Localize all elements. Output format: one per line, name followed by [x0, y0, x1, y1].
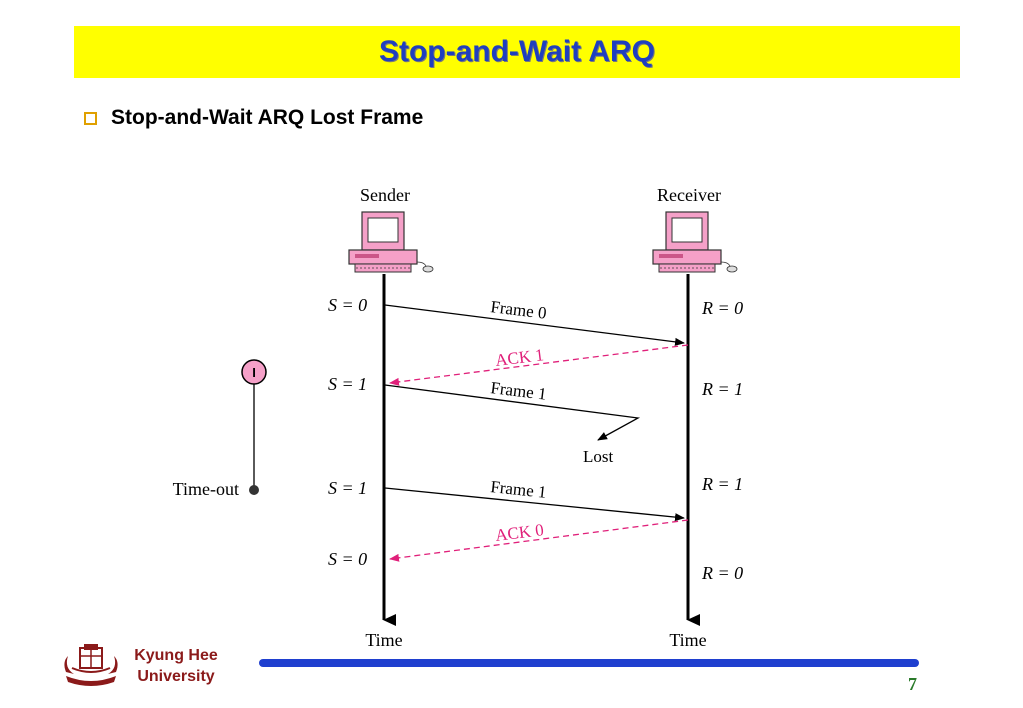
checkbox-bullet-icon [84, 111, 97, 125]
ack-0-arrow [389, 519, 689, 562]
sender-state-3: S = 1 [328, 478, 367, 498]
frame-1-lost-arrow [384, 384, 641, 441]
receiver-state-2: R = 1 [701, 379, 743, 399]
ack-1-arrow [389, 344, 689, 386]
university-logo-icon [64, 644, 118, 686]
frame-0-arrow [384, 304, 685, 346]
receiver-state-4: R = 0 [701, 563, 743, 583]
sender-computer-icon [348, 211, 434, 273]
ack-1-label: ACK 1 [494, 345, 545, 370]
receiver-state-3: R = 1 [701, 474, 743, 494]
sender-state-1: S = 0 [328, 295, 367, 315]
university-name: Kyung Hee University [126, 645, 226, 687]
sender-state-2: S = 1 [328, 374, 367, 394]
timeout-label: Time-out [173, 479, 239, 499]
bullet-row: Stop-and-Wait ARQ Lost Frame [84, 106, 423, 130]
timer-start-icon-label: I [252, 365, 256, 380]
page-number: 7 [908, 674, 917, 694]
timeout-dot-icon [249, 485, 259, 495]
frame-1-resend-label: Frame 1 [490, 477, 548, 502]
receiver-computer-icon [652, 211, 738, 273]
sender-time-label: Time [365, 630, 402, 650]
sender-label: Sender [360, 185, 410, 205]
sender-state-4: S = 0 [328, 549, 367, 569]
receiver-label: Receiver [657, 185, 721, 205]
lost-label: Lost [583, 447, 614, 466]
timer-start-icon [241, 359, 267, 385]
university-name-line2: University [137, 668, 215, 685]
title-bar: Stop-and-Wait ARQ [74, 26, 960, 78]
footer-divider [259, 659, 919, 667]
receiver-time-label: Time [669, 630, 706, 650]
frame-1-resend-arrow [384, 487, 685, 522]
university-name-line1: Kyung Hee [134, 647, 218, 664]
receiver-state-1: R = 0 [701, 298, 743, 318]
bullet-heading: Stop-and-Wait ARQ Lost Frame [111, 106, 424, 129]
slide-title: Stop-and-Wait ARQ [378, 35, 656, 68]
ack-0-label: ACK 0 [494, 520, 545, 545]
